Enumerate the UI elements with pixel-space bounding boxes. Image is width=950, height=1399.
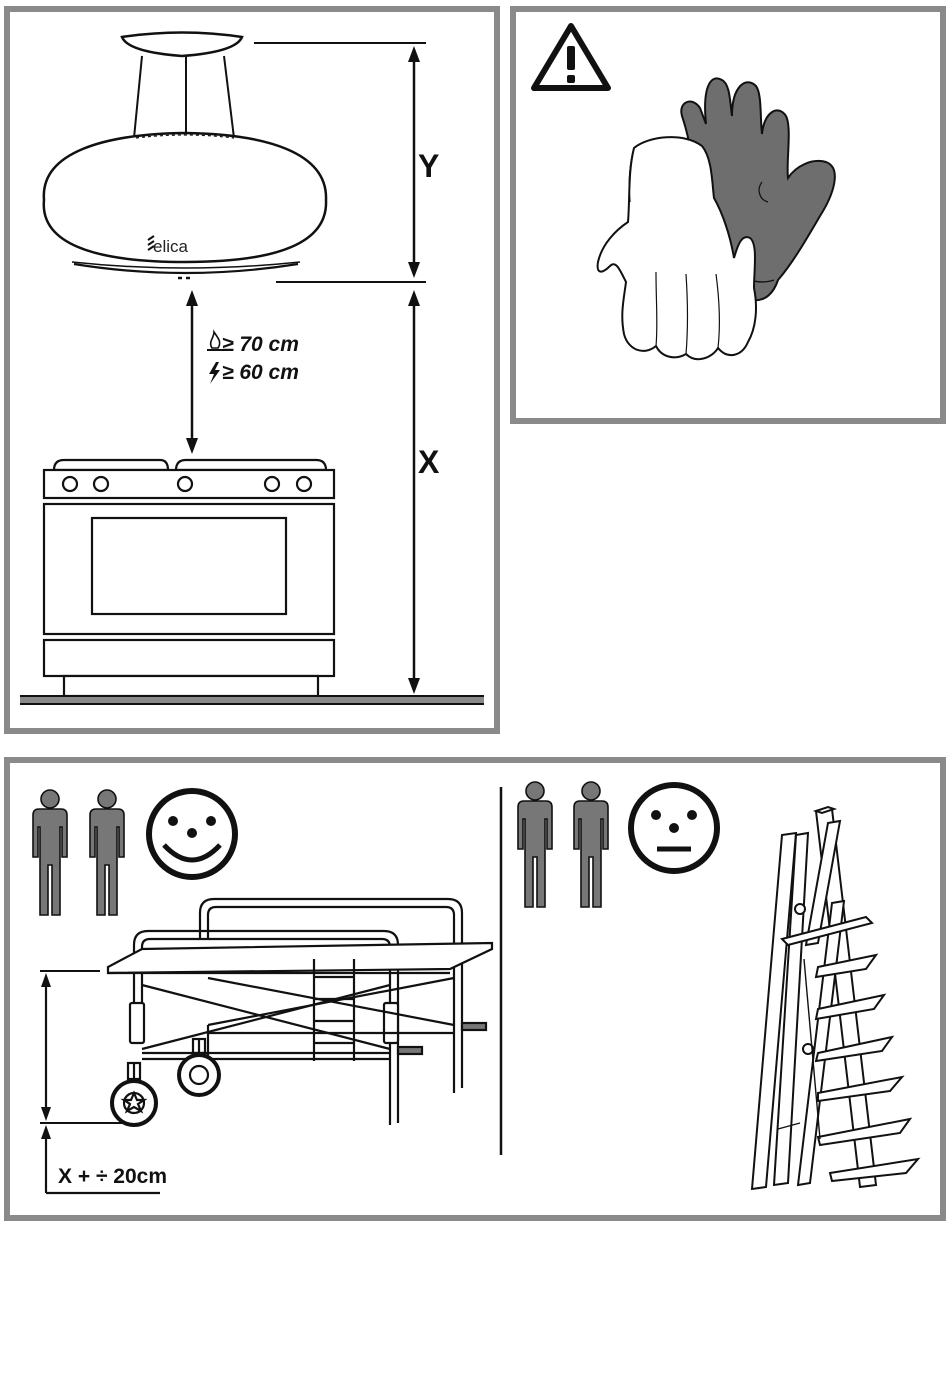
- height-formula-label: X + ÷ 20cm: [58, 1165, 167, 1189]
- hood-installation-panel: elica Y X ≥ 70 cm ≥ 60 cm: [4, 6, 500, 734]
- person-icon: [33, 790, 67, 915]
- y-dimension-label: Y: [418, 148, 439, 185]
- cable: [134, 56, 142, 138]
- electric-clearance-label: ≥ 60 cm: [222, 361, 299, 385]
- gas-clearance-label: ≥ 70 cm: [222, 333, 299, 357]
- lightning-icon: [209, 362, 220, 384]
- neutral-face-icon: [631, 785, 717, 871]
- equipment-diagram: [10, 763, 940, 1215]
- flame-icon: [207, 332, 223, 350]
- step-ladder-icon: [752, 807, 918, 1189]
- brand-label: elica: [153, 237, 188, 257]
- mobile-scaffold-icon: [108, 899, 492, 1125]
- installation-equipment-panel: X + ÷ 20cm: [4, 757, 946, 1221]
- happy-face-icon: [149, 791, 235, 877]
- cooker: [44, 460, 334, 696]
- gloves-diagram: [516, 12, 940, 418]
- ceiling-canopy: [122, 33, 242, 57]
- x-dimension-label: X: [418, 444, 439, 481]
- gloves-warning-panel: [510, 6, 946, 424]
- person-icon: [574, 782, 608, 907]
- warning-triangle-icon: [534, 26, 608, 88]
- person-icon: [90, 790, 124, 915]
- cable: [224, 56, 234, 138]
- person-icon: [518, 782, 552, 907]
